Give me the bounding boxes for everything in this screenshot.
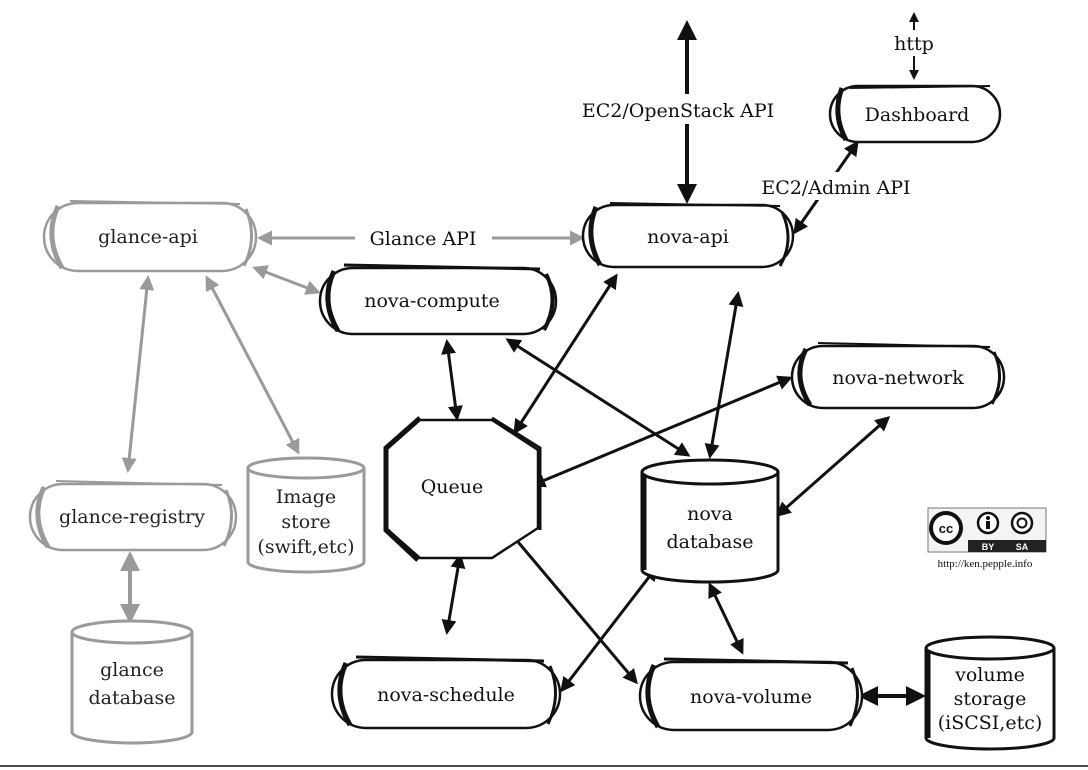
arrow-queue-nova-network [530, 375, 793, 488]
node-image-store-label-line2: store [281, 511, 330, 533]
node-nova-schedule-label: nova-schedule [377, 684, 515, 706]
node-nova-volume-label: nova-volume [690, 686, 812, 708]
node-nova-compute-label: nova-compute [364, 290, 500, 312]
node-glance-database: glance database [70, 619, 194, 745]
cc-sa-text: SA [1016, 542, 1029, 552]
node-image-store-label-line1: Image [276, 486, 336, 508]
label-glance-api-edge: Glance API [370, 228, 477, 250]
node-nova-database: nova database [640, 458, 780, 584]
cc-logo-text: cc [939, 521, 953, 536]
label-ec2-openstack-api: EC2/OpenStack API [582, 100, 774, 122]
node-glance-api-label: glance-api [98, 226, 198, 248]
node-nova-api-label: nova-api [647, 226, 729, 248]
node-glance-database-label-line2: database [89, 687, 176, 709]
node-nova-network-label: nova-network [832, 367, 964, 389]
cc-license-badge: cc BY SA http://ken.pepple.info [927, 507, 1047, 570]
node-volume-storage-label-line1: volume [954, 664, 1025, 686]
node-nova-volume: nova-volume [638, 657, 864, 732]
node-nova-schedule: nova-schedule [330, 655, 562, 730]
node-dashboard-label: Dashboard [865, 104, 970, 126]
node-glance-api: glance-api [42, 200, 258, 273]
sa-share-alike-icon [1010, 511, 1034, 535]
node-volume-storage-label-line3: (iSCSI,etc) [938, 712, 1043, 734]
arrow-nova-schedule-database [560, 565, 658, 693]
node-glance-registry: glance-registry [28, 480, 238, 552]
node-image-store: Image store (swift,etc) [246, 456, 366, 574]
arrow-nova-api-database [704, 291, 744, 459]
node-image-store-label-line3: (swift,etc) [257, 536, 354, 558]
node-nova-api: nova-api [581, 202, 795, 269]
connection-arrows [120, 11, 926, 706]
arrow-nova-compute-database [505, 338, 691, 457]
arrow-queue-nova-schedule [441, 553, 466, 635]
node-queue: Queue [383, 416, 542, 562]
arrow-glance-api-image-store [205, 275, 300, 455]
node-nova-compute: nova-compute [318, 263, 558, 336]
node-nova-database-label-line1: nova [687, 503, 733, 525]
node-nova-network: nova-network [790, 342, 1006, 410]
license-url: http://ken.pepple.info [938, 558, 1033, 570]
by-attribution-icon [976, 511, 1000, 535]
arrow-nova-compute-queue [441, 339, 463, 421]
node-nova-database-label-line2: database [667, 531, 754, 553]
label-ec2-admin-api: EC2/Admin API [761, 177, 910, 199]
arrow-nova-network-database [775, 416, 891, 517]
node-dashboard: Dashboard [828, 84, 1002, 144]
node-volume-storage: volume storage (iSCSI,etc) [924, 635, 1056, 751]
cc-by-text: BY [982, 542, 995, 552]
node-queue-label: Queue [421, 476, 484, 498]
arrow-glance-api-registry [121, 275, 155, 473]
arrow-glance-api-nova-compute [252, 265, 321, 295]
label-http: http [894, 33, 934, 55]
node-glance-database-label-line1: glance [100, 659, 164, 681]
arrow-nova-database-volume [708, 582, 744, 655]
node-glance-registry-label: glance-registry [59, 506, 205, 528]
node-volume-storage-label-line2: storage [954, 688, 1027, 710]
